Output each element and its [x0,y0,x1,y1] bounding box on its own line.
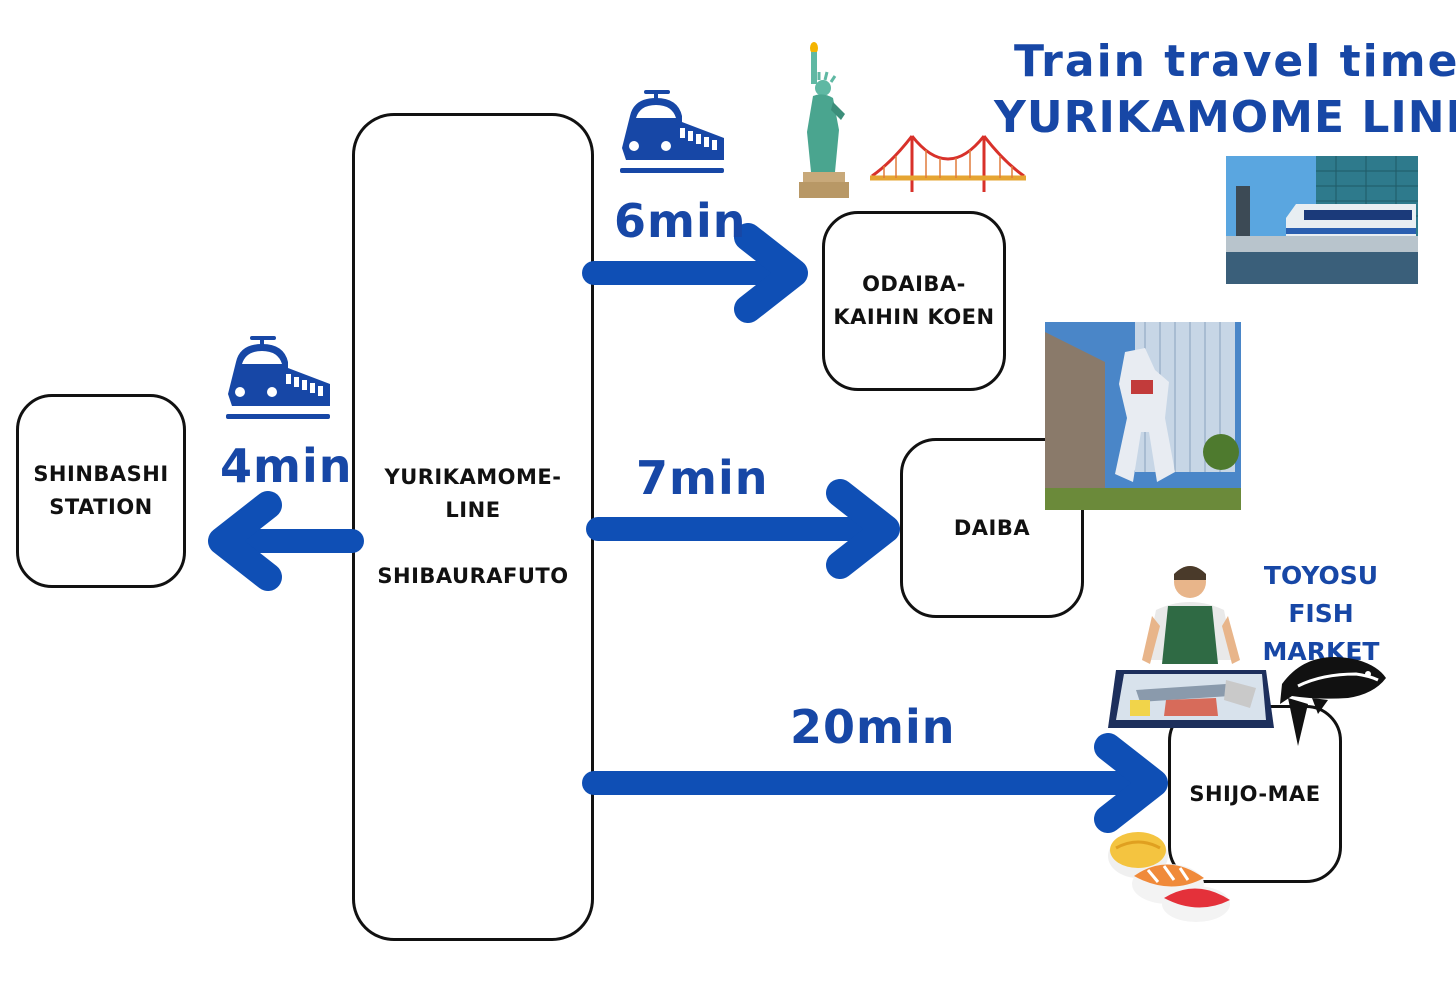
monorail-photo [1226,156,1418,284]
title-line-2: YURIKAMOME LINE [994,92,1456,143]
time-shijo: 20min [790,700,956,754]
shinbashi-station-box: SHINBASHI STATION [16,394,186,588]
hub-line-label: YURIKAMOME- LINE [384,465,562,522]
odaiba-station-box: ODAIBA- KAIHIN KOEN [822,211,1006,391]
statue-of-liberty-icon [799,42,849,198]
time-daiba: 7min [636,451,769,505]
hub-station-box: YURIKAMOME- LINE SHIBAURAFUTO [352,113,594,941]
shijo-mae-station-box: SHIJO-MAE [1168,705,1342,883]
rainbow-bridge-icon [870,135,1026,192]
fishmonger-icon [1108,566,1274,728]
train-icon [620,90,724,173]
title-line-1: Train travel time [1014,36,1456,87]
tuna-icon [1280,657,1386,746]
arrow-head-daiba [826,479,900,579]
time-odaiba: 6min [614,194,747,248]
gundam-statue-photo [1045,322,1241,510]
train-icon [226,336,330,419]
hub-station-label: SHIBAURAFUTO [377,564,569,588]
arrow-head-shijo [1094,733,1168,833]
time-shinbashi: 4min [220,439,353,493]
sushi-icon [1108,832,1230,922]
arrow-head-shinbashi [208,491,282,591]
arrow-head-odaiba [734,223,808,323]
